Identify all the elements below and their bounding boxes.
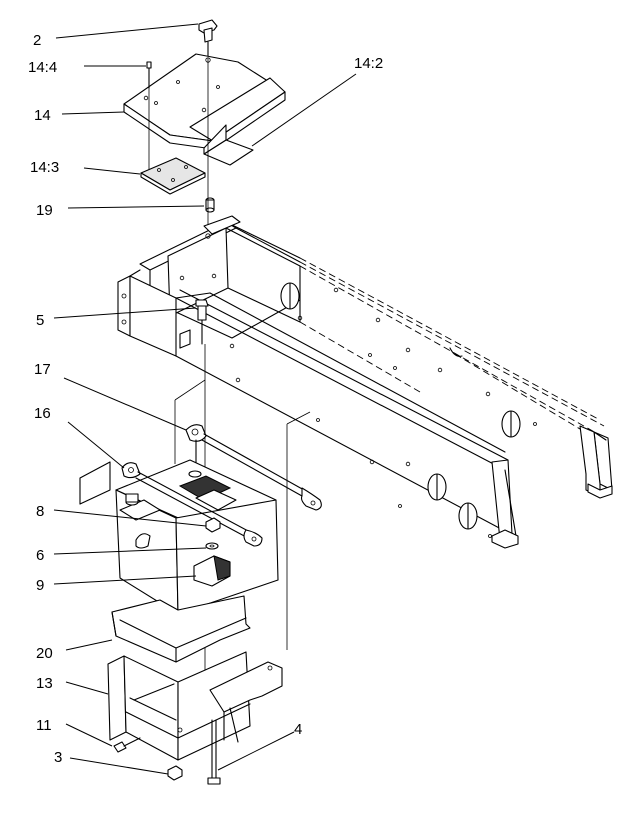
screw-part-14-4 [146,61,152,89]
callout-labels: 2 14:4 14:2 14 14:3 19 5 17 16 8 6 9 20 … [28,32,383,766]
frame-rail-assembly [117,215,613,549]
callout-13: 13 [36,675,53,692]
callout-14-4: 14:4 [28,59,57,76]
battery-tray-part-20 [111,595,251,663]
callout-2: 2 [33,32,41,49]
callout-3: 3 [54,749,62,766]
battery-cable-part-17 [185,424,322,511]
screw-part-11 [113,737,141,753]
callout-20: 20 [36,645,53,662]
pad-part-14-3 [140,157,206,195]
mounting-plate-part-14 [123,53,286,150]
bolt-part-5 [195,299,209,345]
spacer-part-19 [205,197,215,213]
callout-6: 6 [36,547,44,564]
leader-lines [53,23,357,775]
callout-17: 17 [34,361,51,378]
washer-part-6 [205,542,219,550]
bolt-part-4 [207,719,221,785]
wing-bolt-part-2 [198,19,218,59]
nut-part-8 [205,517,221,533]
nut-part-3 [167,765,183,781]
callout-4: 4 [294,721,302,738]
callout-19: 19 [36,202,53,219]
bracket-part-14-2 [203,124,254,166]
callout-9: 9 [36,577,44,594]
callout-14-2: 14:2 [354,55,383,72]
battery-box-bracket-part-13 [107,651,283,761]
battery-cable-part-16 [121,462,263,547]
callout-11: 11 [36,717,52,734]
hold-down-clamp-part-9 [193,555,231,587]
callout-5: 5 [36,312,44,329]
callout-8: 8 [36,503,44,520]
callout-16: 16 [34,405,51,422]
callout-14: 14 [34,107,51,124]
callout-14-3: 14:3 [30,159,59,176]
